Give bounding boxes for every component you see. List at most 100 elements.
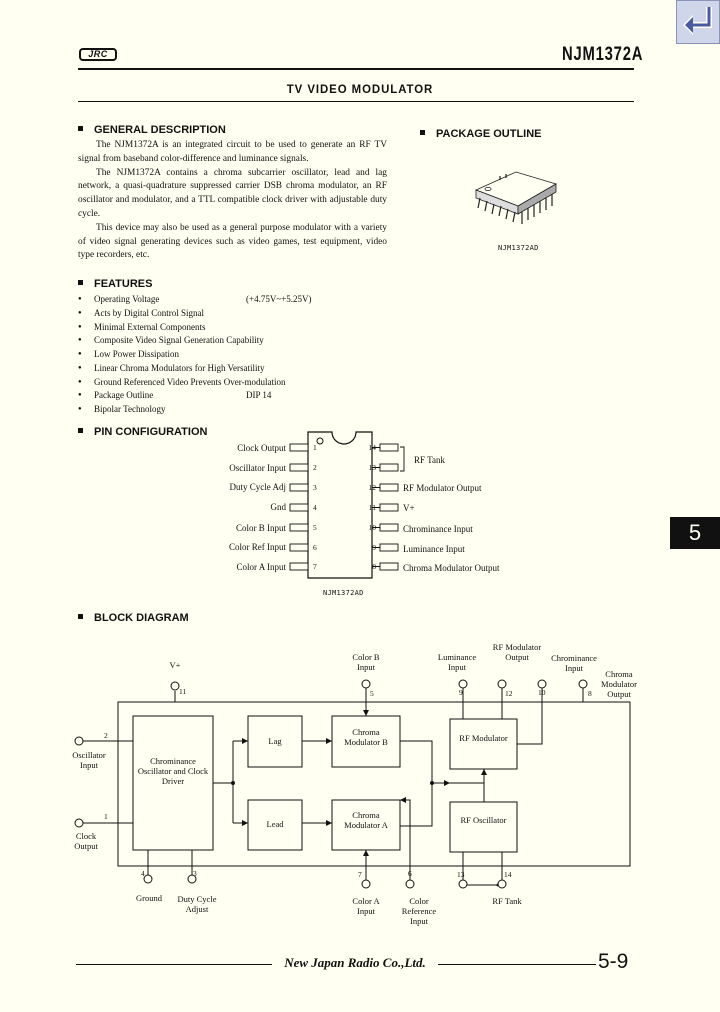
block-diagram-heading: BLOCK DIAGRAM: [78, 612, 189, 624]
lag-block-label: Lag: [268, 736, 282, 746]
pin-label: RF Modulator Output: [403, 483, 482, 493]
pin-label: Chroma Modulator Output: [403, 563, 500, 573]
rf-tank-diagram-label: RF Tank: [492, 896, 522, 906]
package-outline-heading: PACKAGE OUTLINE: [420, 128, 542, 140]
feature-item: Bipolar Technology: [78, 403, 408, 417]
chip-label: NJM1372AD: [323, 589, 364, 597]
pin-number: 4: [141, 869, 145, 878]
pin-number: 12: [505, 689, 513, 698]
osc-input-label: Oscillator Input: [72, 750, 106, 770]
pin-number: 2: [104, 731, 108, 740]
pin-number: 5: [370, 689, 374, 698]
pin-number: 14: [368, 443, 377, 452]
document-title: TV VIDEO MODULATOR: [286, 82, 434, 96]
pin-number: 2: [313, 463, 317, 472]
pin-number: 3: [193, 869, 197, 878]
general-description-text: The NJM1372A is an integrated circuit to…: [78, 139, 387, 263]
pin-number: 14: [504, 870, 512, 879]
footer-divider: [438, 964, 596, 965]
rf-tank-label: RF Tank: [414, 455, 445, 465]
pin-number: 6: [408, 869, 412, 878]
feature-item: Composite Video Signal Generation Capabi…: [78, 334, 408, 348]
pin-label: Oscillator Input: [229, 463, 286, 473]
pin-number: 4: [313, 503, 317, 512]
section-bullet-icon: [78, 126, 83, 131]
top-divider: [78, 68, 634, 70]
chrominance-input-label: Chrominance Input: [551, 653, 597, 673]
feature-item: Low Power Dissipation: [78, 348, 408, 362]
section-tab: 5: [670, 517, 720, 549]
pin-number: 12: [368, 483, 377, 492]
chroma-a-block-label: Chroma Modulator A: [344, 810, 388, 830]
pin-number: 9: [459, 688, 463, 697]
pin-number: 7: [313, 562, 317, 571]
pin-label: Chrominance Input: [403, 524, 473, 534]
pin-number: 1: [104, 812, 108, 821]
pin-number: 11: [368, 503, 376, 512]
pin-configuration-heading: PIN CONFIGURATION: [78, 426, 207, 438]
pin-label: Luminance Input: [403, 544, 465, 554]
features-heading: FEATURES: [78, 278, 152, 290]
description-paragraph: The NJM1372A is an integrated circuit to…: [78, 140, 387, 164]
pin-number: 13: [457, 870, 465, 879]
pin-number: 8: [372, 562, 376, 571]
dip14-package-image: [474, 171, 558, 224]
pin-number: 7: [358, 870, 362, 879]
pin-label: Color A Input: [236, 562, 286, 572]
lead-block-label: Lead: [266, 819, 284, 829]
feature-item: Acts by Digital Control Signal: [78, 307, 408, 321]
chroma-b-block-label: Chroma Modulator B: [344, 727, 388, 747]
pin-label: Gnd: [270, 502, 287, 512]
clock-output-label: Clock Output: [74, 831, 98, 851]
color-b-label: Color B Input: [352, 652, 380, 672]
pin-diagram: [289, 431, 405, 579]
color-ref-label: Color Reference Input: [401, 896, 437, 926]
pin-label: Clock Output: [237, 443, 286, 453]
pin-number: 9: [372, 543, 376, 552]
rf-modulator-block-label: RF Modulator: [459, 733, 508, 743]
title-divider: [78, 101, 634, 102]
pin-number: 10: [538, 688, 546, 697]
pin-label: V+: [403, 503, 415, 513]
vplus-label: V+: [169, 660, 181, 670]
ground-label: Ground: [136, 893, 162, 903]
footer-divider: [76, 964, 272, 965]
pin-number: 5: [313, 523, 317, 532]
pin-number: 13: [368, 463, 377, 472]
part-number: NJM1372A: [562, 44, 644, 65]
description-paragraph: This device may also be used as a genera…: [78, 222, 387, 261]
block-diagram: [74, 679, 631, 889]
return-icon[interactable]: [676, 0, 720, 44]
osc-block-label: Chrominance Oscillator and Clock Driver: [137, 756, 209, 786]
rf-oscillator-block-label: RF Oscillator: [460, 815, 507, 825]
feature-item: Minimal External Components: [78, 321, 408, 335]
duty-cycle-label: Duty Cycle Adjust: [177, 894, 217, 914]
pin-number: 10: [368, 523, 377, 532]
features-list: Operating Voltage(+4.75V~+5.25V) Acts by…: [78, 293, 408, 417]
pin-label: Duty Cycle Adj: [229, 482, 287, 492]
feature-item: Ground Referenced Video Prevents Over-mo…: [78, 376, 408, 390]
pin-number: 11: [179, 687, 187, 696]
section-bullet-icon: [78, 614, 83, 619]
pin-number: 6: [313, 543, 317, 552]
description-paragraph: The NJM1372A contains a chroma subcarrie…: [78, 167, 387, 219]
pin-label: Color Ref Input: [229, 542, 286, 552]
company-name: New Japan Radio Co.,Ltd.: [284, 955, 426, 970]
color-a-label: Color A Input: [352, 896, 380, 916]
package-image-label: NJM1372AD: [498, 244, 539, 252]
pin-number: 8: [588, 689, 592, 698]
page-number: 5-9: [598, 950, 629, 973]
section-bullet-icon: [78, 428, 83, 433]
luminance-label: Luminance Input: [437, 652, 477, 672]
return-arrow-icon: [683, 7, 712, 35]
pin-label: Color B Input: [235, 523, 286, 533]
general-description-heading: GENERAL DESCRIPTION: [78, 124, 226, 136]
chroma-mod-output-label: Chroma Modulator Output: [601, 669, 637, 699]
section-bullet-icon: [78, 280, 83, 285]
section-bullet-icon: [420, 130, 425, 135]
feature-item: Linear Chroma Modulators for High Versat…: [78, 362, 408, 376]
rf-output-label: RF Modulator Output: [492, 642, 542, 662]
pin-number: 1: [313, 443, 317, 452]
pin-number: 3: [313, 483, 317, 492]
